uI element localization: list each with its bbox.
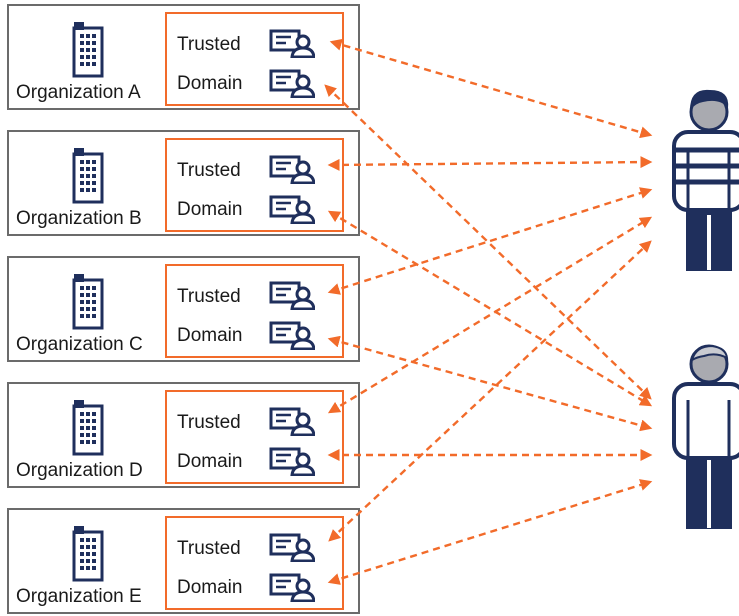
organization-b-label: Organization B: [16, 208, 142, 229]
domain-label: Domain: [177, 325, 243, 346]
trusted-label: Trusted: [177, 34, 241, 55]
trusted-domain-box-c: Trusted Domain: [165, 264, 344, 358]
trusted-label: Trusted: [177, 538, 241, 559]
person-striped-shirt-icon: [672, 89, 739, 271]
building-icon: [72, 148, 104, 204]
trusted-label: Trusted: [177, 160, 241, 181]
credential-card-icon: [269, 533, 315, 562]
credential-card-icon: [269, 69, 315, 98]
domain-label: Domain: [177, 199, 243, 220]
trusted-domain-box-b: Trusted Domain: [165, 138, 344, 232]
person-white-shirt-icon: [672, 344, 739, 529]
organization-e-label: Organization E: [16, 586, 142, 607]
credential-card-icon: [269, 281, 315, 310]
organization-c-box: Organization C Trusted Domain: [7, 256, 360, 362]
credential-card-icon: [269, 321, 315, 350]
building-icon: [72, 526, 104, 582]
credential-card-icon: [269, 155, 315, 184]
arrow-c-trusted-to-user-1: [327, 187, 653, 295]
credential-card-icon: [269, 573, 315, 602]
credential-card-icon: [269, 407, 315, 436]
trusted-domain-box-d: Trusted Domain: [165, 390, 344, 484]
organization-a-box: Organization A Trusted Domain: [7, 4, 360, 110]
trusted-label: Trusted: [177, 412, 241, 433]
domain-label: Domain: [177, 451, 243, 472]
organization-b-box: Organization B Trusted Domain: [7, 130, 360, 236]
organization-c-label: Organization C: [16, 334, 143, 355]
domain-label: Domain: [177, 73, 243, 94]
organization-d-label: Organization D: [16, 460, 143, 481]
trusted-domain-box-a: Trusted Domain: [165, 12, 344, 106]
building-icon: [72, 22, 104, 78]
arrow-b-trusted-to-user-1: [327, 156, 653, 171]
organization-a-label: Organization A: [16, 82, 141, 103]
credential-card-icon: [269, 195, 315, 224]
trusted-domain-box-e: Trusted Domain: [165, 516, 344, 610]
credential-card-icon: [269, 447, 315, 476]
credential-card-icon: [269, 29, 315, 58]
trusted-label: Trusted: [177, 286, 241, 307]
building-icon: [72, 400, 104, 456]
domain-label: Domain: [177, 577, 243, 598]
arrow-e-domain-to-user-2: [327, 479, 653, 585]
building-icon: [72, 274, 104, 330]
organization-e-box: Organization E Trusted Domain: [7, 508, 360, 614]
organization-d-box: Organization D Trusted Domain: [7, 382, 360, 488]
